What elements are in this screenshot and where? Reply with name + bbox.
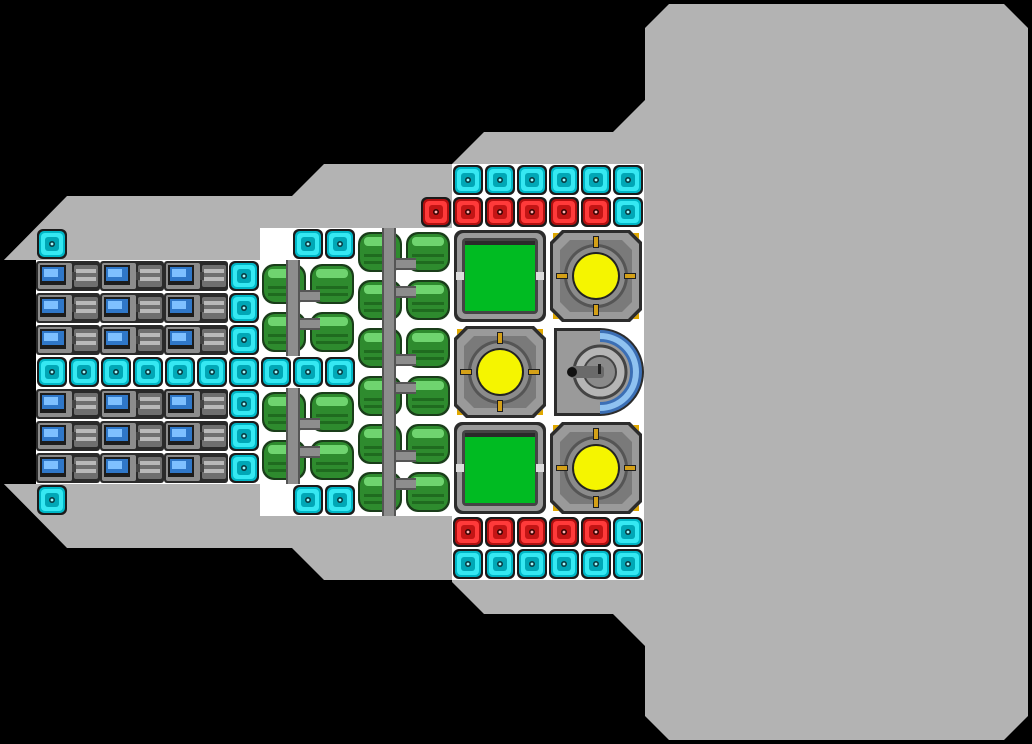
thruster-module[interactable] bbox=[36, 453, 100, 483]
power-node[interactable] bbox=[229, 453, 259, 483]
power-node[interactable] bbox=[101, 357, 131, 387]
power-node[interactable] bbox=[37, 229, 67, 259]
thruster-module[interactable] bbox=[100, 293, 164, 323]
hull-notch-top bbox=[613, 100, 645, 132]
power-node[interactable] bbox=[613, 549, 643, 579]
red-power-node[interactable] bbox=[485, 197, 515, 227]
power-node[interactable] bbox=[517, 549, 547, 579]
power-node[interactable] bbox=[229, 325, 259, 355]
thruster-module[interactable] bbox=[36, 325, 100, 355]
red-power-node[interactable] bbox=[517, 517, 547, 547]
cockpit[interactable] bbox=[554, 328, 644, 416]
power-node[interactable] bbox=[485, 549, 515, 579]
red-power-node[interactable] bbox=[453, 517, 483, 547]
cargo-bay[interactable] bbox=[454, 230, 546, 322]
reactor-core[interactable] bbox=[550, 422, 642, 514]
thruster-module[interactable] bbox=[100, 389, 164, 419]
power-node[interactable] bbox=[613, 165, 643, 195]
power-node[interactable] bbox=[549, 165, 579, 195]
power-node[interactable] bbox=[229, 293, 259, 323]
thruster-module[interactable] bbox=[36, 261, 100, 291]
power-node[interactable] bbox=[197, 357, 227, 387]
power-node[interactable] bbox=[133, 357, 163, 387]
power-node[interactable] bbox=[229, 421, 259, 451]
power-node[interactable] bbox=[581, 549, 611, 579]
thruster-module[interactable] bbox=[100, 453, 164, 483]
power-node[interactable] bbox=[37, 357, 67, 387]
power-node[interactable] bbox=[37, 485, 67, 515]
red-power-node[interactable] bbox=[581, 197, 611, 227]
power-node[interactable] bbox=[293, 485, 323, 515]
cargo-bay[interactable] bbox=[454, 422, 546, 514]
red-power-node[interactable] bbox=[421, 197, 451, 227]
thruster-module[interactable] bbox=[164, 389, 228, 419]
thruster-module[interactable] bbox=[36, 389, 100, 419]
power-node[interactable] bbox=[581, 165, 611, 195]
power-node[interactable] bbox=[165, 357, 195, 387]
thruster-module[interactable] bbox=[164, 293, 228, 323]
thruster-module[interactable] bbox=[164, 261, 228, 291]
thruster-module[interactable] bbox=[164, 453, 228, 483]
thruster-module[interactable] bbox=[164, 421, 228, 451]
red-power-node[interactable] bbox=[549, 517, 579, 547]
power-node[interactable] bbox=[325, 357, 355, 387]
power-node[interactable] bbox=[485, 165, 515, 195]
power-node[interactable] bbox=[229, 389, 259, 419]
power-node[interactable] bbox=[229, 261, 259, 291]
red-power-node[interactable] bbox=[453, 197, 483, 227]
thruster-module[interactable] bbox=[100, 325, 164, 355]
thruster-module[interactable] bbox=[100, 421, 164, 451]
power-node[interactable] bbox=[613, 517, 643, 547]
thruster-module[interactable] bbox=[36, 421, 100, 451]
thruster-module[interactable] bbox=[100, 261, 164, 291]
power-node[interactable] bbox=[325, 485, 355, 515]
thruster-module[interactable] bbox=[164, 325, 228, 355]
red-power-node[interactable] bbox=[517, 197, 547, 227]
power-node[interactable] bbox=[517, 165, 547, 195]
hull-notch-bottom bbox=[613, 614, 645, 646]
power-node[interactable] bbox=[453, 165, 483, 195]
reactor-core[interactable] bbox=[550, 230, 642, 322]
red-power-node[interactable] bbox=[485, 517, 515, 547]
red-power-node[interactable] bbox=[581, 517, 611, 547]
power-node[interactable] bbox=[325, 229, 355, 259]
power-node[interactable] bbox=[229, 357, 259, 387]
thruster-module[interactable] bbox=[36, 293, 100, 323]
power-node[interactable] bbox=[293, 357, 323, 387]
reactor-core[interactable] bbox=[454, 326, 546, 418]
power-node[interactable] bbox=[453, 549, 483, 579]
power-node[interactable] bbox=[261, 357, 291, 387]
power-node[interactable] bbox=[549, 549, 579, 579]
power-node[interactable] bbox=[613, 197, 643, 227]
power-node[interactable] bbox=[293, 229, 323, 259]
power-node[interactable] bbox=[69, 357, 99, 387]
red-power-node[interactable] bbox=[549, 197, 579, 227]
